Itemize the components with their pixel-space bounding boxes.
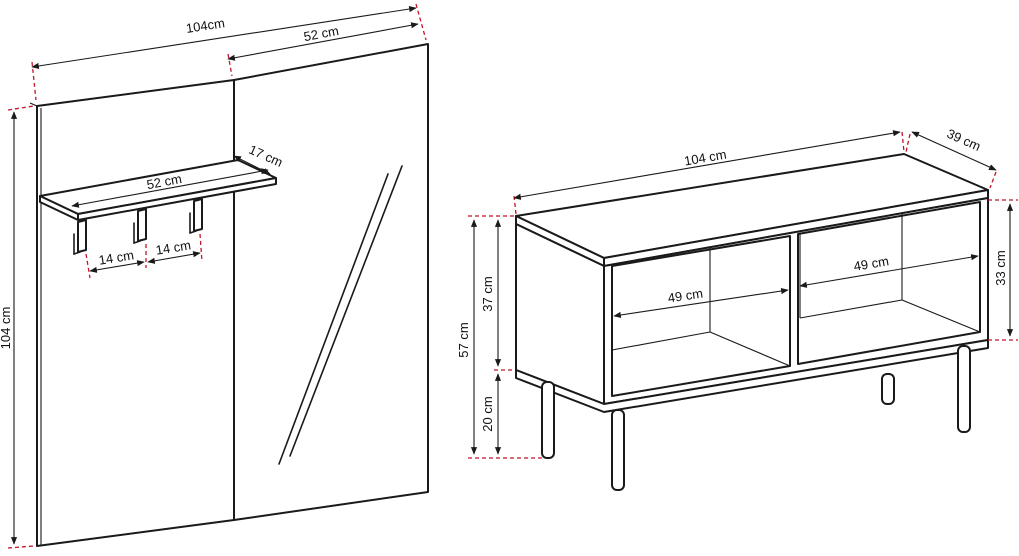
hook-2: [133, 208, 147, 244]
dim-bench-inner-height: 33 cm: [988, 199, 1018, 341]
dim-hook-spacing: 14 cm 14 cm: [85, 233, 203, 279]
leg-back-right: [881, 373, 895, 405]
dim-total-width: 104cm: [31, 3, 427, 101]
dim-compartment-left-label: 49 cm: [667, 286, 704, 306]
mirror-glare-line-2: [289, 165, 403, 457]
dim-mirror-width: 52 cm: [227, 22, 419, 77]
dim-bench-total-height: 57 cm: [456, 215, 544, 459]
dim-hook-gap-left-label: 14 cm: [98, 247, 135, 267]
dim-bench-leg-height: 20 cm: [480, 373, 502, 455]
coat-panel-left: [36, 79, 235, 547]
mirror-panel: [233, 43, 429, 521]
leg-front-left: [611, 409, 625, 491]
bench: 104 cm 39 cm 57 cm 37 cm 20 cm: [456, 126, 1018, 491]
dim-shelf-width: 52 cm: [71, 168, 269, 208]
dim-height: 104 cm: [0, 105, 35, 549]
dim-compartment-left: 49 cm: [613, 286, 789, 319]
dim-hook-gap-right-label: 14 cm: [155, 237, 192, 257]
leg-front-right: [957, 345, 971, 433]
bench-base-rail: [515, 339, 989, 413]
leg-back-left: [541, 381, 555, 459]
dim-compartment-right: 49 cm: [799, 253, 979, 288]
dim-bench-total-height-label: 57 cm: [456, 322, 471, 357]
dim-compartment-right-label: 49 cm: [853, 253, 890, 274]
dim-bench-body-height-label: 37 cm: [480, 276, 495, 311]
dim-bench-body-height: 37 cm: [480, 219, 514, 371]
dim-shelf-width-label: 52 cm: [145, 171, 183, 192]
dim-height-label: 104 cm: [0, 307, 13, 350]
dim-total-width-label: 104cm: [185, 15, 226, 36]
wall-panel: 104cm 52 cm 104 cm 52 cm 17 cm: [0, 3, 429, 549]
hook-1: [73, 219, 87, 255]
dim-mirror-width-label: 52 cm: [302, 23, 340, 44]
bench-legs: [541, 345, 971, 491]
dim-bench-width-label: 104 cm: [683, 147, 728, 169]
dim-bench-width: 104 cm: [513, 130, 905, 215]
dim-bench-leg-height-label: 20 cm: [480, 396, 495, 431]
dim-bench-inner-height-label: 33 cm: [993, 250, 1008, 285]
mirror-glare-line-1: [278, 173, 389, 465]
